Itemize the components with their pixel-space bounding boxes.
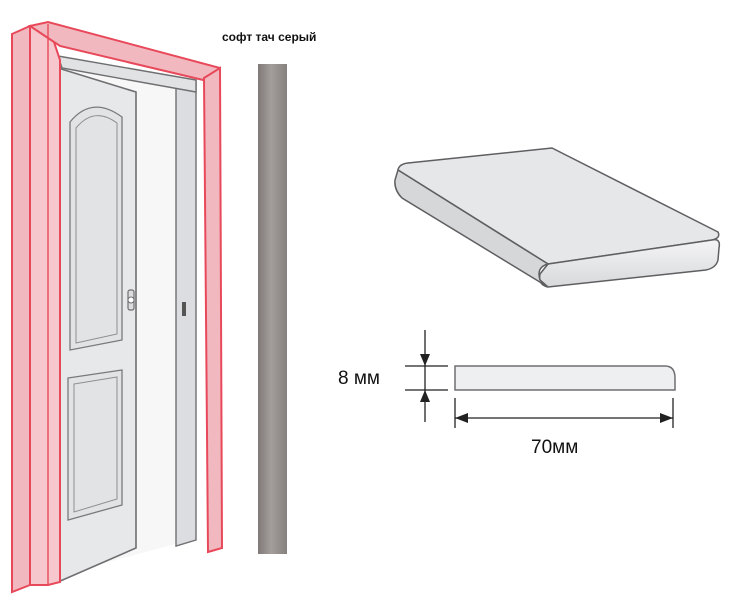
color-swatch <box>258 64 287 554</box>
door-casing-highlight <box>11 20 224 594</box>
width-dimension <box>454 398 674 428</box>
thickness-dimension <box>405 330 448 422</box>
profile-cross-section <box>454 365 676 391</box>
strike-plate <box>182 302 186 316</box>
plank-3d <box>394 147 721 288</box>
door-leaf <box>57 66 137 584</box>
thickness-label: 8 мм <box>338 368 380 389</box>
lower-panel <box>67 369 123 521</box>
upper-panel <box>69 106 123 351</box>
swatch-title: софт тач серый <box>222 30 317 44</box>
door-illustration <box>11 20 224 594</box>
width-label: 70мм <box>531 437 579 458</box>
